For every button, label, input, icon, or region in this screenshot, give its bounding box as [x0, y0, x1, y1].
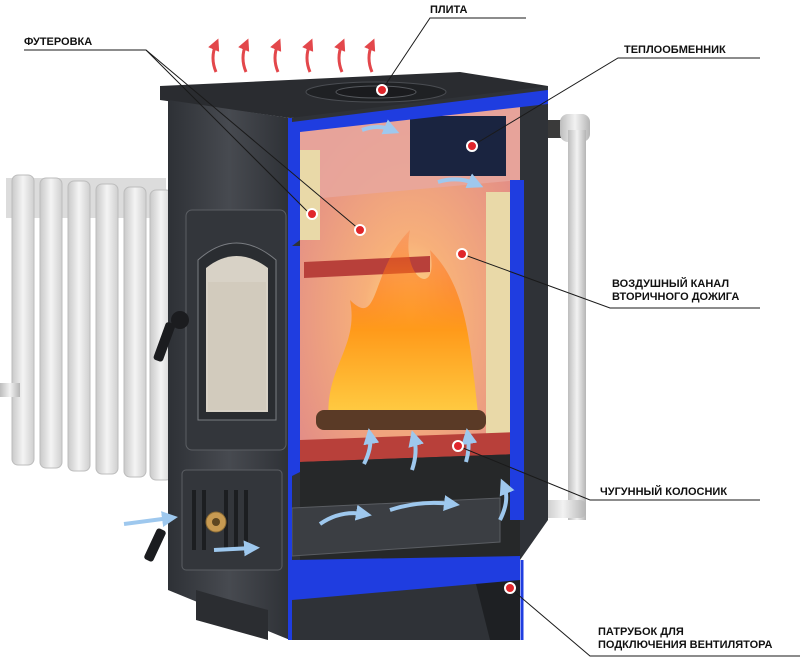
heating-pipe [520, 114, 590, 520]
label-grate: ЧУГУННЫЙ КОЛОСНИК [600, 486, 728, 498]
heat-exchanger-block [410, 116, 506, 176]
label-fan-pipe: ПАТРУБОК ДЛЯ ПОДКЛЮЧЕНИЯ ВЕНТИЛЯТОРА [598, 626, 772, 652]
leader-lines [24, 17, 800, 657]
label-heat-exchanger: ТЕПЛООБМЕННИК [624, 44, 726, 56]
radiator [0, 174, 173, 481]
label-lining: ФУТЕРОВКА [24, 36, 93, 48]
stove-body [168, 100, 290, 640]
label-fan-pipe-line1: ПАТРУБОК ДЛЯ [598, 626, 684, 638]
heat-rising-arrows [208, 38, 376, 73]
air-flow-arrows [123, 119, 515, 557]
label-plate: ПЛИТА [430, 4, 468, 16]
vent-dial-icon [144, 511, 227, 562]
door-handle-icon [153, 311, 189, 362]
label-air-channel-line1: ВОЗДУШНЫЙ КАНАЛ [612, 278, 730, 290]
label-air-channel: ВОЗДУШНЫЙ КАНАЛ ВТОРИЧНОГО ДОЖИГА [612, 278, 739, 304]
label-air-channel-line2: ВТОРИЧНОГО ДОЖИГА [612, 291, 740, 303]
marker-dots [306, 84, 516, 594]
cutaway-interior [288, 86, 548, 640]
label-fan-pipe-line2: ПОДКЛЮЧЕНИЯ ВЕНТИЛЯТОРА [598, 639, 773, 651]
